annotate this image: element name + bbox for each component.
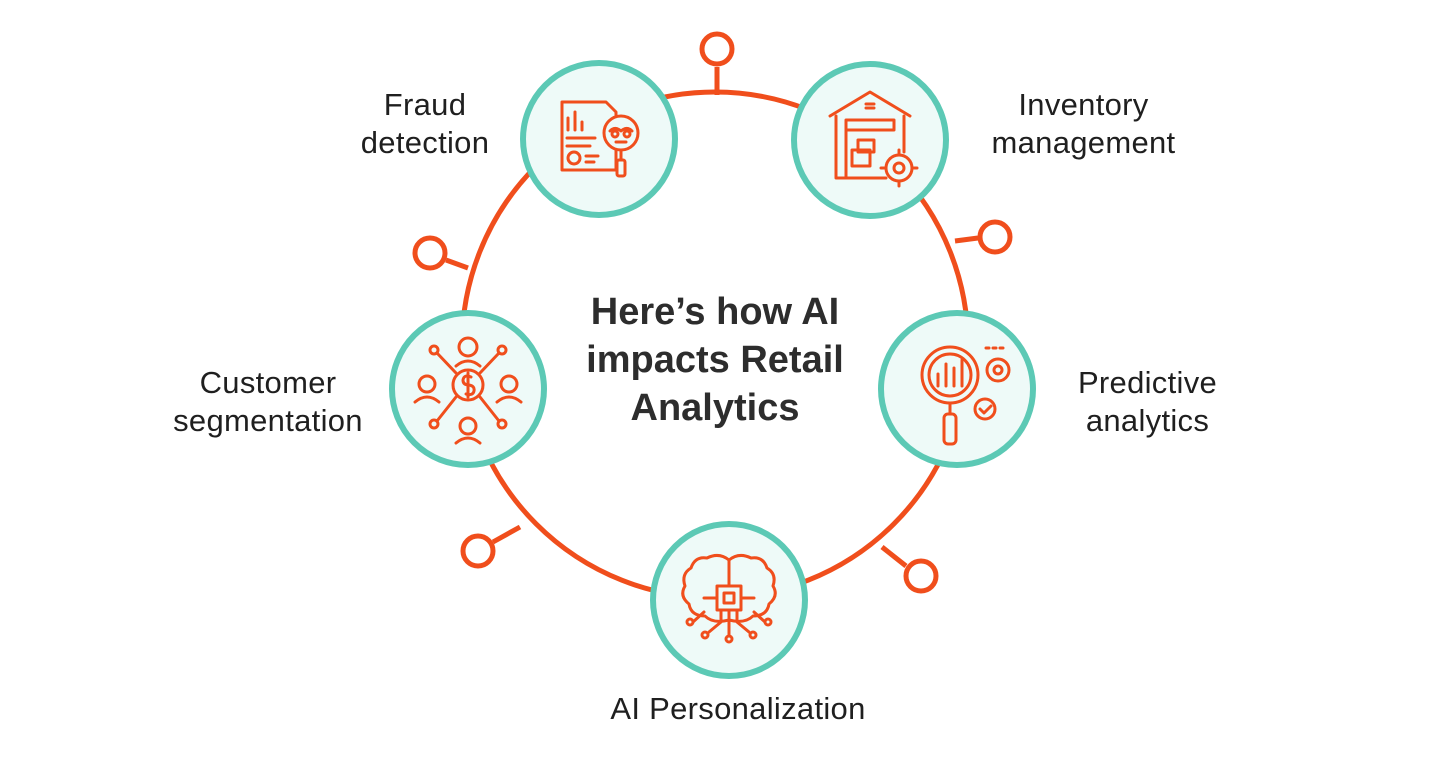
title-line-1: Here’s how AI bbox=[590, 291, 840, 333]
connector-pin-upper-right bbox=[954, 219, 1013, 255]
connector-pin-lower-right bbox=[880, 545, 939, 594]
node-customer-segmentation bbox=[389, 310, 547, 468]
ai-brain-chip-icon bbox=[681, 553, 777, 644]
label-customer-segmentation: Customer segmentation bbox=[173, 365, 363, 438]
node-predictive-analytics bbox=[878, 310, 1036, 468]
fraud-detection-icon bbox=[560, 100, 640, 178]
customer-network-icon bbox=[413, 336, 523, 445]
title-line-2: impacts Retail bbox=[586, 339, 844, 381]
connector-pin-upper-left bbox=[412, 235, 469, 271]
label-inventory-management: Inventory management bbox=[991, 87, 1176, 160]
title-line-3: Analytics bbox=[630, 387, 800, 429]
node-ai-personalization bbox=[650, 521, 808, 679]
analytics-magnifier-icon bbox=[920, 345, 1011, 446]
label-predictive-analytics: Predictive analytics bbox=[1077, 365, 1218, 438]
connector-pin-lower-left bbox=[460, 524, 522, 569]
node-fraud-detection bbox=[520, 60, 678, 218]
connector-pin-top bbox=[699, 31, 735, 95]
diagram-title: Here’s how AI impacts Retail Analytics bbox=[515, 288, 915, 432]
label-fraud-detection: Fraud detection bbox=[360, 87, 490, 160]
node-inventory-management bbox=[791, 61, 949, 219]
warehouse-gear-icon bbox=[828, 90, 919, 188]
label-ai-personalization: AI Personalization bbox=[610, 691, 866, 726]
